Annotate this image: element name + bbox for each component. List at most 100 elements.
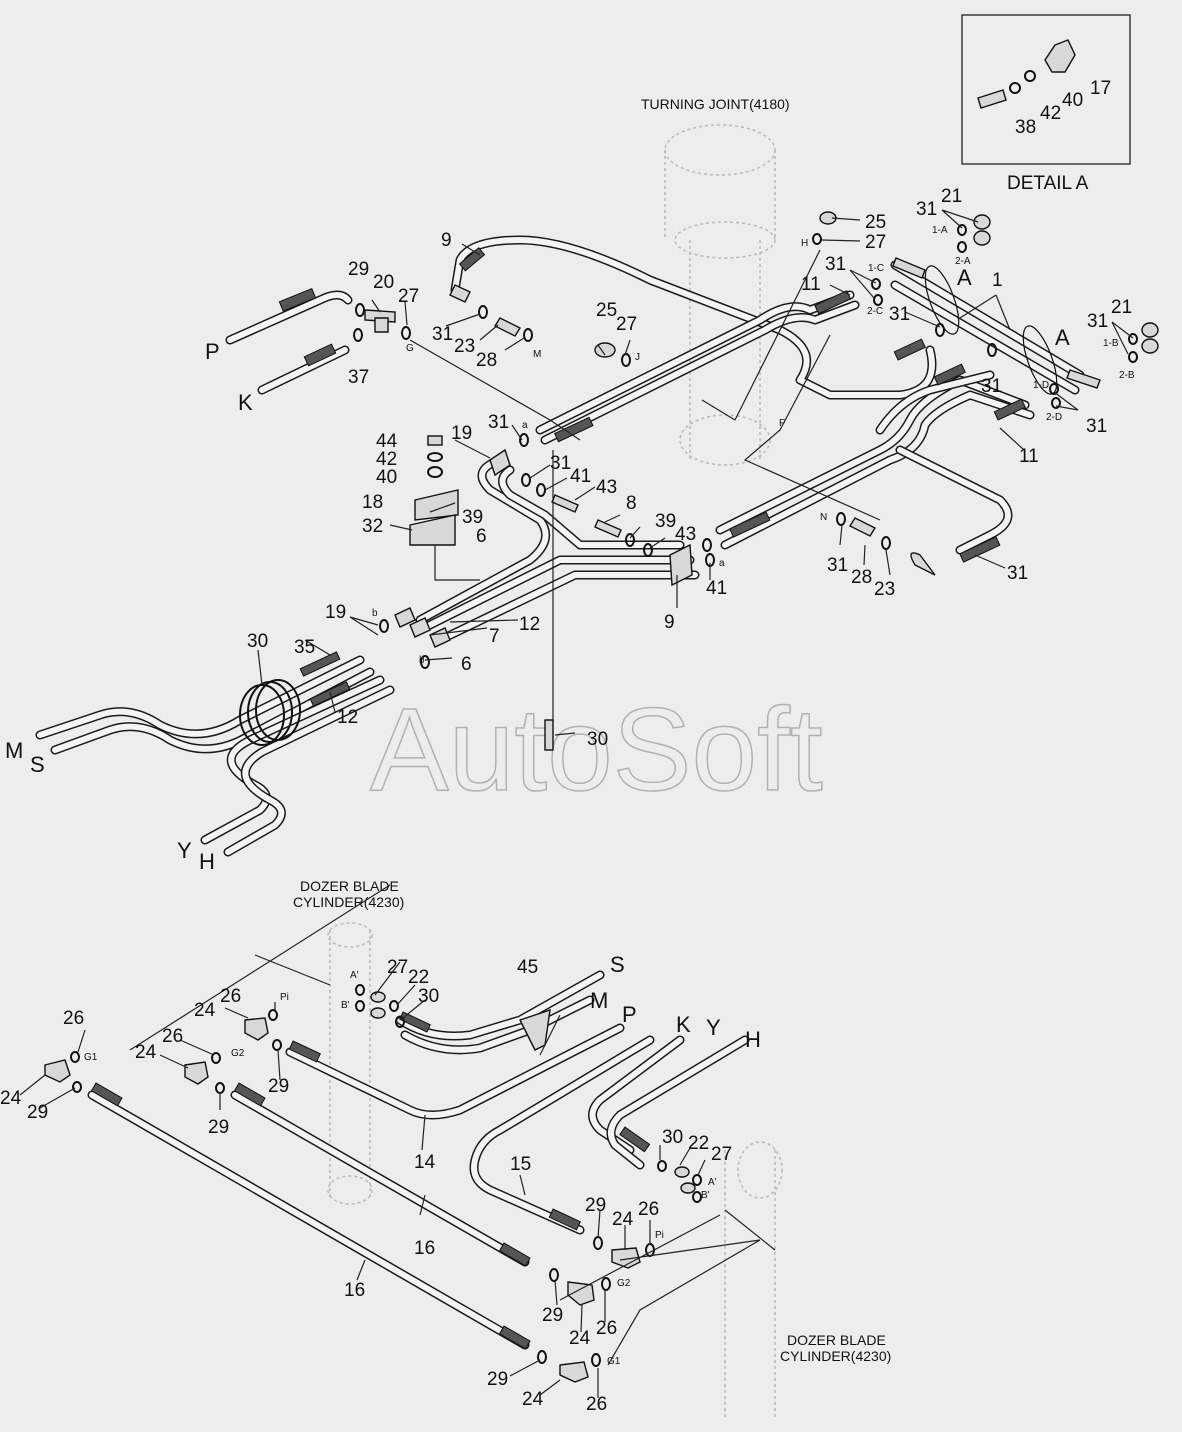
label-part_numbers_upper-1: 29 xyxy=(348,259,369,280)
label-port_labels-24: G2 xyxy=(617,1278,631,1289)
bolt-icon xyxy=(977,89,1007,109)
hose-16-lower xyxy=(87,1090,530,1350)
hose-end-y-lower: Y xyxy=(706,1015,721,1040)
label-part_numbers_upper-48: 7 xyxy=(489,626,500,647)
label-part_numbers_upper-24: 42 xyxy=(376,449,397,470)
label-part_numbers_upper-12: 31 xyxy=(916,199,937,220)
detail-a-marker-2: A xyxy=(1055,325,1070,350)
label-port_labels-22: B' xyxy=(341,1000,350,1011)
detail-a-marker-1: A xyxy=(957,265,972,290)
pipes-6-7-8 xyxy=(415,455,700,645)
label-part_numbers_upper-47: 12 xyxy=(519,614,540,635)
fittings-upper xyxy=(364,211,1159,751)
lower-hoses xyxy=(87,970,750,1350)
label-part_numbers_upper-42: 9 xyxy=(664,612,675,633)
hose-end-p-lower: P xyxy=(622,1002,637,1027)
upper-hoses xyxy=(35,235,1085,857)
label-part_numbers_lower-4: 24 xyxy=(135,1042,157,1063)
label-port_labels-27: B' xyxy=(701,1190,710,1201)
label-part_numbers_upper-30: 41 xyxy=(570,466,591,487)
label-port_labels-6: a xyxy=(522,420,528,431)
label-port_labels-11: 2-A xyxy=(955,256,971,267)
hose-end-p: P xyxy=(205,339,220,364)
label-port_labels-20: G2 xyxy=(231,1048,245,1059)
label-part_numbers_lower-6: 24 xyxy=(194,1000,216,1021)
elbow-icon xyxy=(559,1361,589,1383)
label-port_labels-26: A' xyxy=(708,1177,717,1188)
label-part_numbers_upper-9: 25 xyxy=(865,212,886,233)
label-port_labels-13: 2-C xyxy=(867,306,883,317)
label-part_numbers_lower-3: 26 xyxy=(162,1026,183,1047)
label-port_labels-8: b xyxy=(372,608,378,619)
label-part_numbers_upper-0: 9 xyxy=(441,230,452,251)
label-part_numbers_upper-19: 31 xyxy=(981,376,1002,397)
label-part_numbers_lower-26: 29 xyxy=(487,1369,508,1390)
label-port_labels-4: F xyxy=(779,418,785,429)
label-part_numbers_upper-8: 27 xyxy=(616,314,637,335)
label-part_numbers_upper-46: 12 xyxy=(337,707,358,728)
label-port_labels-0: G xyxy=(406,343,414,354)
label-part_numbers_upper-40: 23 xyxy=(874,579,895,600)
label-part_numbers_upper-16: 1 xyxy=(992,270,1003,291)
label-part_numbers_lower-8: 29 xyxy=(268,1076,289,1097)
label-port_labels-9: b xyxy=(419,655,425,666)
label-part_numbers_upper-21: 11 xyxy=(1019,446,1039,467)
label-part_numbers_upper-26: 18 xyxy=(362,492,383,513)
label-part_numbers_upper-45: 35 xyxy=(294,637,315,658)
label-port_labels-17: 2-D xyxy=(1046,412,1062,423)
label-part_numbers_lower-28: 26 xyxy=(586,1394,607,1415)
label-part_numbers_lower-27: 24 xyxy=(522,1389,544,1410)
label-part_numbers_lower-24: 24 xyxy=(569,1328,591,1349)
label-part_numbers_lower-2: 29 xyxy=(27,1102,48,1123)
hose-16-upper xyxy=(230,1090,530,1267)
leader-lines xyxy=(19,209,1134,1398)
hose-end-h: H xyxy=(199,849,215,874)
dozer-cylinder-ghost-top xyxy=(327,922,373,1205)
label-part_numbers_upper-3: 27 xyxy=(398,286,419,307)
label-port_labels-19: G1 xyxy=(84,1052,98,1063)
label-port_labels-14: 1-B xyxy=(1103,338,1119,349)
orings-upper xyxy=(353,224,1138,669)
clamp-18-icon xyxy=(414,489,459,521)
hose-end-k: K xyxy=(238,390,253,415)
label-port_labels-10: 1-A xyxy=(932,225,948,236)
label-part_numbers_lower-7: 26 xyxy=(220,986,241,1007)
elbow-icon xyxy=(611,1247,641,1269)
label-part_numbers_lower-15: 16 xyxy=(414,1238,435,1259)
bolt-icon xyxy=(551,494,579,513)
turning-joint-caption: TURNING JOINT(4180) xyxy=(641,96,790,112)
label-part_numbers_upper-50: 30 xyxy=(587,729,608,750)
elbow-icon xyxy=(244,1017,269,1041)
label-part_numbers_upper-32: 39 xyxy=(462,507,483,528)
label-part_numbers_upper-31: 43 xyxy=(596,477,617,498)
label-part_numbers_lower-10: 22 xyxy=(408,967,429,988)
label-part_numbers_upper-43: 19 xyxy=(325,602,346,623)
hose-15 xyxy=(469,1035,655,1235)
hoses-11-upper xyxy=(535,290,860,445)
label-part_numbers_lower-19: 27 xyxy=(711,1144,732,1165)
hose-end-y: Y xyxy=(177,838,192,863)
hose-end-h-lower: H xyxy=(745,1027,761,1052)
label-part_numbers_lower-20: 29 xyxy=(585,1195,606,1216)
part-numbers-upper: 9 29 20 27 31 23 28 25 27 25 27 21 31 31… xyxy=(247,186,1132,750)
detail-a-box: 17 40 42 38 xyxy=(961,14,1131,165)
label-part_numbers_lower-16: 16 xyxy=(344,1280,365,1301)
label-part_numbers_upper-49: 6 xyxy=(461,654,472,675)
label-part_numbers_upper-2: 20 xyxy=(373,272,394,293)
dozer-caption-top-line1: DOZER BLADE xyxy=(300,878,399,894)
label-part_numbers_lower-18: 22 xyxy=(688,1133,709,1154)
fittings-lower xyxy=(44,991,696,1383)
label-part_numbers_upper-34: 8 xyxy=(626,493,637,514)
label-part_numbers_upper-20: 31 xyxy=(1086,416,1107,437)
label-port_labels-1: M xyxy=(533,349,541,360)
label-part_numbers_lower-13: 14 xyxy=(414,1152,436,1173)
hose-9-lower xyxy=(875,370,1013,555)
hose-end-m-lower: M xyxy=(590,988,608,1013)
label-port_labels-16: 1-D xyxy=(1033,380,1049,391)
label-part_numbers_upper-15: 31 xyxy=(889,304,910,325)
port-labels: G M J H F N a a b b 1-A 2-A 1-C 2-C 1-B … xyxy=(84,225,1135,1367)
orings-lower xyxy=(70,984,702,1367)
label-port_labels-2: J xyxy=(635,352,640,363)
label-port_labels-5: N xyxy=(820,512,827,523)
